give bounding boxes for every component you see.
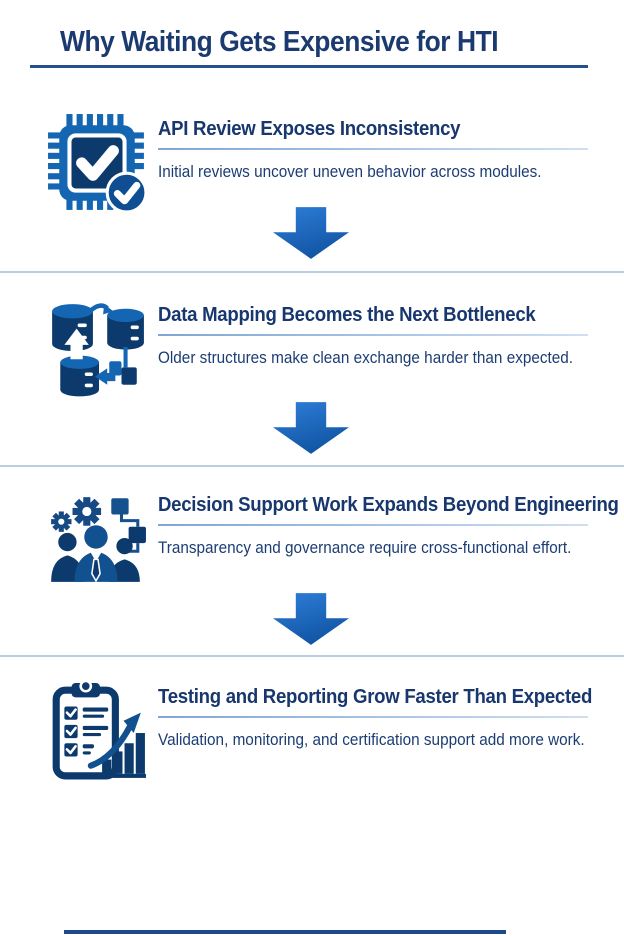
page-title: Why Waiting Gets Expensive for HTI bbox=[60, 26, 499, 58]
step-decision-support: Decision Support Work Expands Beyond Eng… bbox=[0, 488, 624, 598]
step-text-block: Data Mapping Becomes the Next Bottleneck… bbox=[158, 304, 590, 368]
step-heading: Data Mapping Becomes the Next Bottleneck bbox=[158, 304, 536, 326]
step-description: Validation, monitoring, and certificatio… bbox=[158, 730, 585, 749]
heading-underline bbox=[158, 334, 588, 336]
step-testing-reporting: Testing and Reporting Grow Faster Than E… bbox=[0, 680, 624, 790]
down-arrow-icon bbox=[273, 395, 349, 461]
step-api-review: API Review Exposes Inconsistency Initial… bbox=[0, 112, 624, 222]
step-description: Transparency and governance require cros… bbox=[158, 538, 572, 557]
down-arrow-icon bbox=[273, 586, 349, 652]
step-text-block: Testing and Reporting Grow Faster Than E… bbox=[158, 686, 593, 750]
down-arrow-icon bbox=[273, 200, 349, 266]
title-underline bbox=[30, 65, 588, 68]
step-heading: Decision Support Work Expands Beyond Eng… bbox=[158, 494, 619, 516]
section-divider bbox=[0, 271, 624, 273]
chip-check-icon bbox=[44, 112, 150, 214]
database-exchange-icon bbox=[44, 298, 150, 400]
team-gears-icon bbox=[44, 488, 150, 590]
step-heading: API Review Exposes Inconsistency bbox=[158, 118, 461, 140]
section-divider bbox=[0, 465, 624, 467]
step-text-block: API Review Exposes Inconsistency Initial… bbox=[158, 118, 590, 182]
heading-underline bbox=[158, 524, 588, 526]
checklist-growth-icon bbox=[44, 680, 150, 782]
step-text-block: Decision Support Work Expands Beyond Eng… bbox=[158, 494, 619, 558]
step-heading: Testing and Reporting Grow Faster Than E… bbox=[158, 686, 593, 708]
step-description: Initial reviews uncover uneven behavior … bbox=[158, 162, 542, 181]
step-description: Older structures make clean exchange har… bbox=[158, 348, 574, 367]
step-data-mapping: Data Mapping Becomes the Next Bottleneck… bbox=[0, 298, 624, 408]
heading-underline bbox=[158, 716, 588, 718]
section-divider bbox=[0, 655, 624, 657]
bottom-rule bbox=[64, 930, 506, 934]
heading-underline bbox=[158, 148, 588, 150]
